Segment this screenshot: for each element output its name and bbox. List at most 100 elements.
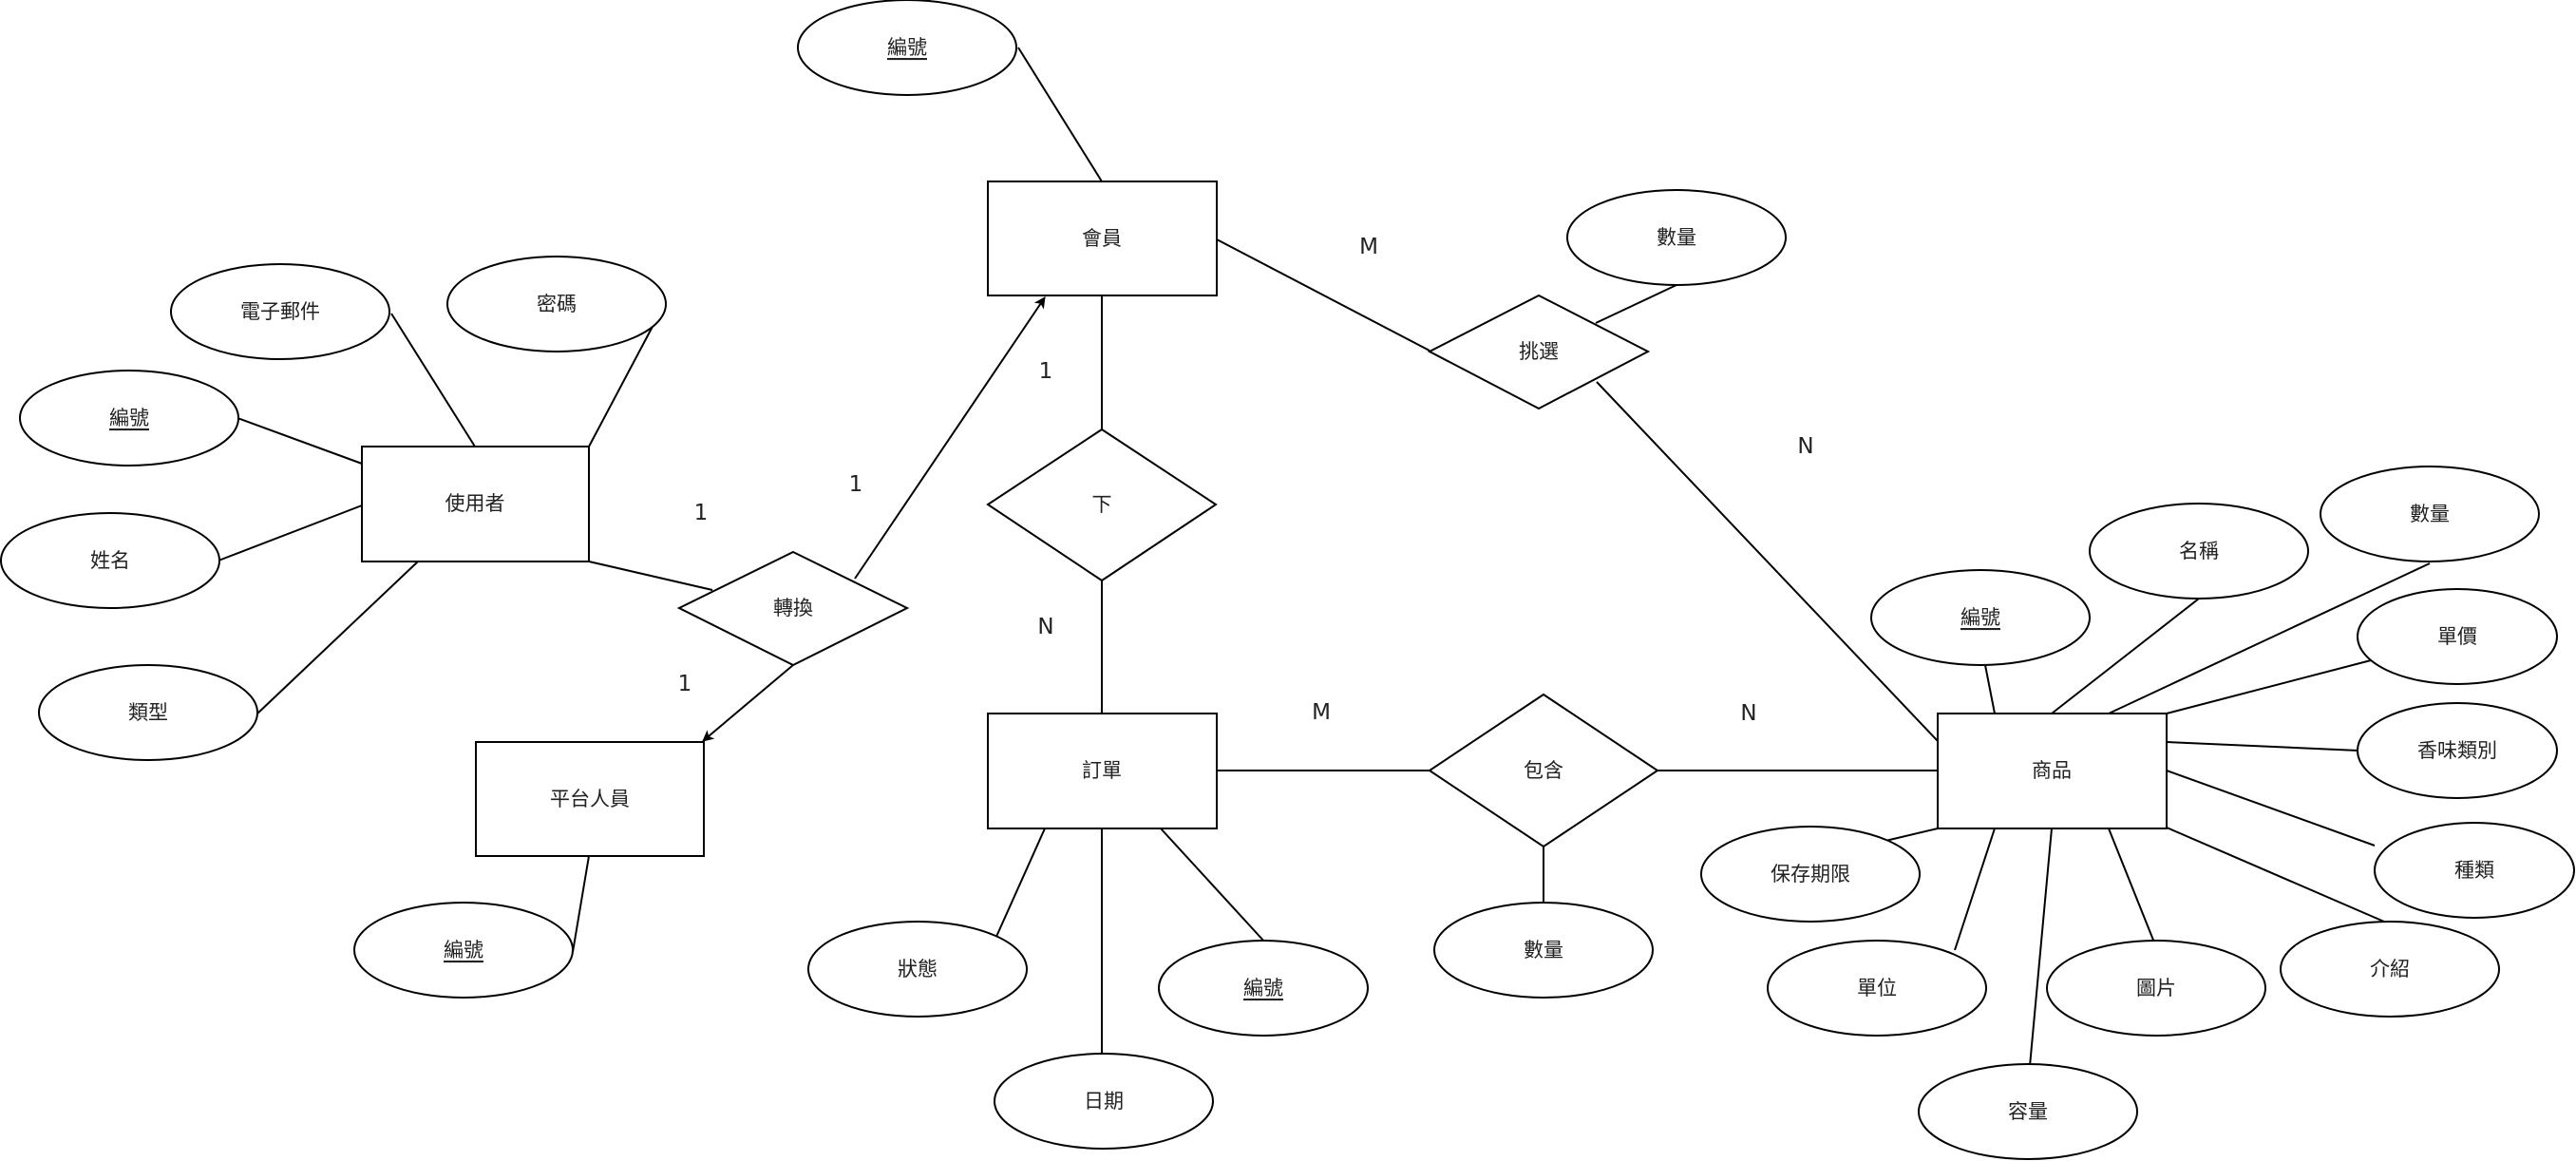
attribute-product-image-label: 圖片 [2136,977,2176,999]
edge-product-intro [2166,827,2385,923]
edge-user-convert [588,561,713,591]
relationship-convert-label: 轉換 [773,597,813,619]
attribute-product-capacity-label: 容量 [2008,1100,2048,1123]
edge-product-flavor [2166,741,2359,752]
attribute-member-id: 編號 [797,0,1017,96]
attribute-product-flavor: 香味類別 [2357,702,2558,799]
attribute-staff-id-label: 編號 [444,939,483,961]
attribute-order-id-ellipse [1158,940,1369,1037]
entity-order-label: 訂單 [1082,759,1122,782]
edge-product-image [2108,828,2155,943]
attribute-product-qty: 數量 [2320,466,2540,562]
entity-member: 會員 [987,181,1218,296]
relationship-convert: 轉換 [676,550,910,667]
attribute-contain-qty-ellipse [1433,902,1654,999]
entity-member-label: 會員 [1082,227,1122,250]
edge-order-id [1160,828,1266,943]
relationship-contain: 包含 [1428,693,1659,848]
attribute-user-type: 類型 [38,664,258,761]
attribute-member-id-label: 編號 [887,36,927,59]
attribute-product-unit-ellipse [1767,940,1987,1037]
entity-user: 使用者 [361,446,590,562]
attribute-order-id: 編號 [1158,940,1369,1037]
arrow-convert-staff [702,664,794,742]
attribute-contain-qty: 數量 [1433,902,1654,999]
edge-product-kind [2166,770,2376,847]
cardinality-order-place: N [1037,615,1053,639]
entity-member-box [987,181,1218,296]
attribute-product-qty-ellipse [2320,466,2540,562]
attribute-product-unit-label: 單位 [1857,977,1897,999]
entity-product-box [1937,713,2168,829]
cardinality-contain-product: N [1740,701,1756,726]
relationship-contain-diamond [1428,693,1659,848]
attribute-user-type-ellipse [38,664,258,761]
attribute-product-shelf-life-label: 保存期限 [1771,863,1850,885]
edge-member-select [1216,238,1430,352]
attribute-product-image: 圖片 [2046,940,2266,1037]
entity-product-label: 商品 [2032,759,2072,782]
entity-product: 商品 [1937,713,2168,829]
attribute-order-date-label: 日期 [1084,1090,1124,1113]
edge-product-name [2051,598,2200,714]
attribute-order-status-label: 狀態 [898,958,938,980]
attribute-product-name-ellipse [2089,503,2309,600]
attribute-product-shelf-life-ellipse [1700,826,1921,923]
edge-product-id [1984,664,1996,714]
edge-member-id [1017,47,1103,182]
entity-order-box [987,713,1218,829]
attribute-select-qty: 數量 [1566,189,1787,286]
attribute-product-name-label: 名稱 [2179,540,2219,562]
edge-product-qty [2108,562,2431,714]
relationship-place-diamond [986,428,1218,582]
attribute-user-email: 電子郵件 [170,263,390,360]
entity-user-box [361,446,590,562]
attribute-user-password-ellipse [446,256,667,352]
attribute-order-status: 狀態 [807,921,1028,1018]
attribute-user-name-label: 姓名 [90,549,130,572]
attribute-product-price: 單價 [2357,588,2558,685]
attribute-product-shelf-life: 保存期限 [1700,826,1921,923]
entity-staff: 平台人員 [475,741,705,857]
attribute-product-flavor-ellipse [2357,702,2558,799]
edge-user-password [588,320,656,447]
attribute-user-email-label: 電子郵件 [240,300,320,323]
attribute-order-date: 日期 [994,1053,1214,1150]
attribute-product-capacity-ellipse [1918,1063,2138,1160]
edge-product-shelf-life [1885,828,1939,842]
attribute-product-intro-label: 介紹 [2370,958,2410,980]
edge-product-unit [1954,828,1996,951]
relationship-select: 挑選 [1427,294,1651,410]
relationship-contain-label: 包含 [1524,759,1563,782]
edge-product-capacity [2029,828,2053,1067]
attribute-user-id-ellipse [19,370,239,466]
attribute-user-name: 姓名 [0,512,220,609]
attribute-product-unit: 單位 [1767,940,1987,1037]
attribute-user-password-label: 密碼 [537,293,577,315]
attribute-product-intro-ellipse [2280,921,2500,1018]
attribute-product-capacity: 容量 [1918,1063,2138,1160]
attribute-product-id: 編號 [1870,569,2091,666]
attribute-contain-qty-label: 數量 [1524,939,1563,961]
edge-select-qty [1595,284,1677,324]
cardinality-labels: 1 N 1 1 1 M N M N [678,235,1814,726]
cardinality-select-product: N [1797,434,1813,459]
edge-order-status [994,828,1046,940]
attribute-user-type-label: 類型 [128,701,168,724]
cardinality-order-contain: M [1312,700,1331,725]
attribute-product-flavor-label: 香味類別 [2417,739,2497,762]
attribute-product-kind-label: 種類 [2454,859,2494,882]
relationship-place-label: 下 [1092,493,1112,516]
attribute-product-price-label: 單價 [2437,625,2477,648]
relationship-place: 下 [986,428,1218,582]
edge-user-email [390,313,476,447]
connector-lines [218,47,2431,1067]
attribute-member-id-ellipse [797,0,1017,96]
entity-staff-label: 平台人員 [550,788,630,810]
attribute-product-image-ellipse [2046,940,2266,1037]
attribute-user-id-label: 編號 [109,407,149,429]
cardinality-convert-member: 1 [849,472,863,497]
attribute-user-password: 密碼 [446,256,667,352]
cardinality-convert-staff: 1 [678,672,692,696]
